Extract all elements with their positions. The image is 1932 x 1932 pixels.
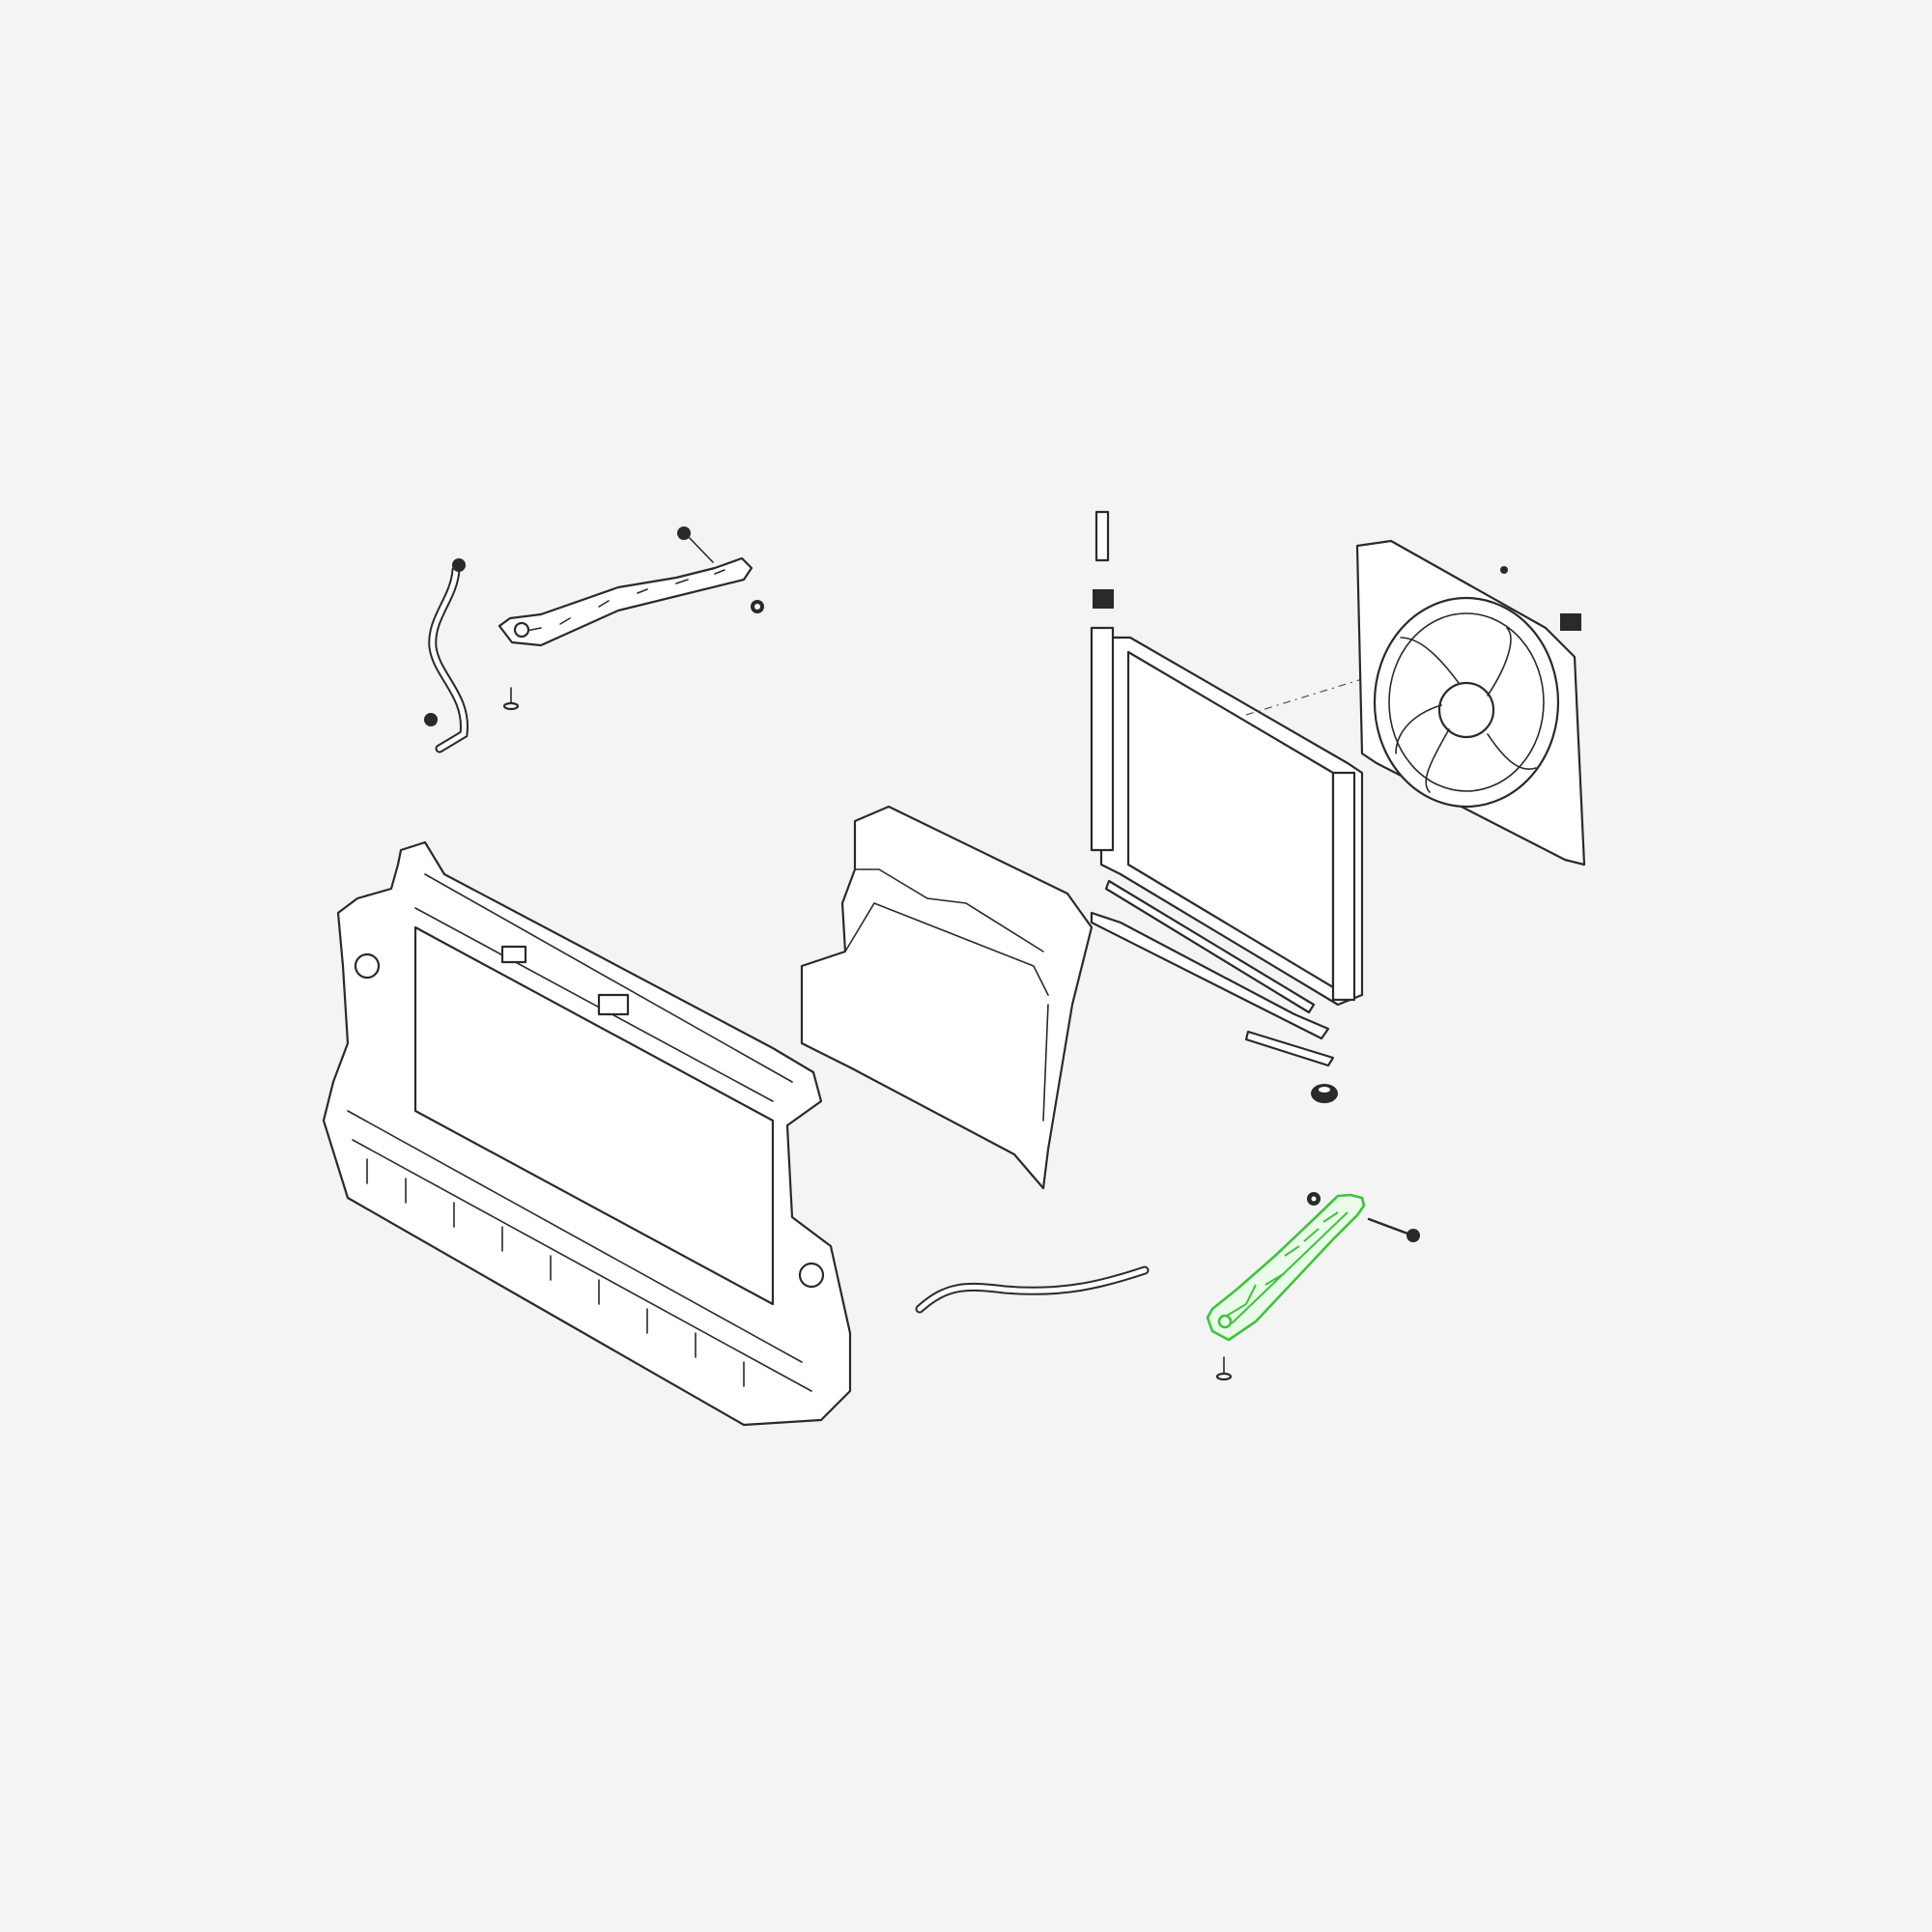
left-support-rod[interactable]: [424, 558, 469, 753]
fan-screw[interactable]: [1500, 566, 1508, 574]
upper-brace-screw[interactable]: [502, 687, 520, 711]
bracket-bolt[interactable]: [1367, 1217, 1420, 1242]
upper-brace-bolt[interactable]: [677, 526, 714, 563]
cooling-fan-assembly[interactable]: [1245, 539, 1586, 867]
radiator-lower-rails[interactable]: [1090, 879, 1335, 1067]
grommet[interactable]: [1311, 1084, 1338, 1103]
radiator-support-frame[interactable]: [322, 840, 852, 1427]
air-deflector[interactable]: [800, 805, 1094, 1190]
bracket-nut[interactable]: [1307, 1192, 1321, 1206]
upper-brace-nut[interactable]: [751, 600, 764, 613]
bracket-screw[interactable]: [1215, 1356, 1233, 1381]
fan-hub: [1437, 681, 1495, 739]
radiator[interactable]: [1090, 626, 1364, 1007]
upper-left-brace[interactable]: [497, 556, 753, 647]
lower-support-rod[interactable]: [915, 1265, 1150, 1314]
fan-connector[interactable]: [1560, 613, 1581, 631]
radiator-top-mount[interactable]: [1093, 510, 1114, 609]
lower-right-bracket[interactable]: [1206, 1193, 1366, 1342]
